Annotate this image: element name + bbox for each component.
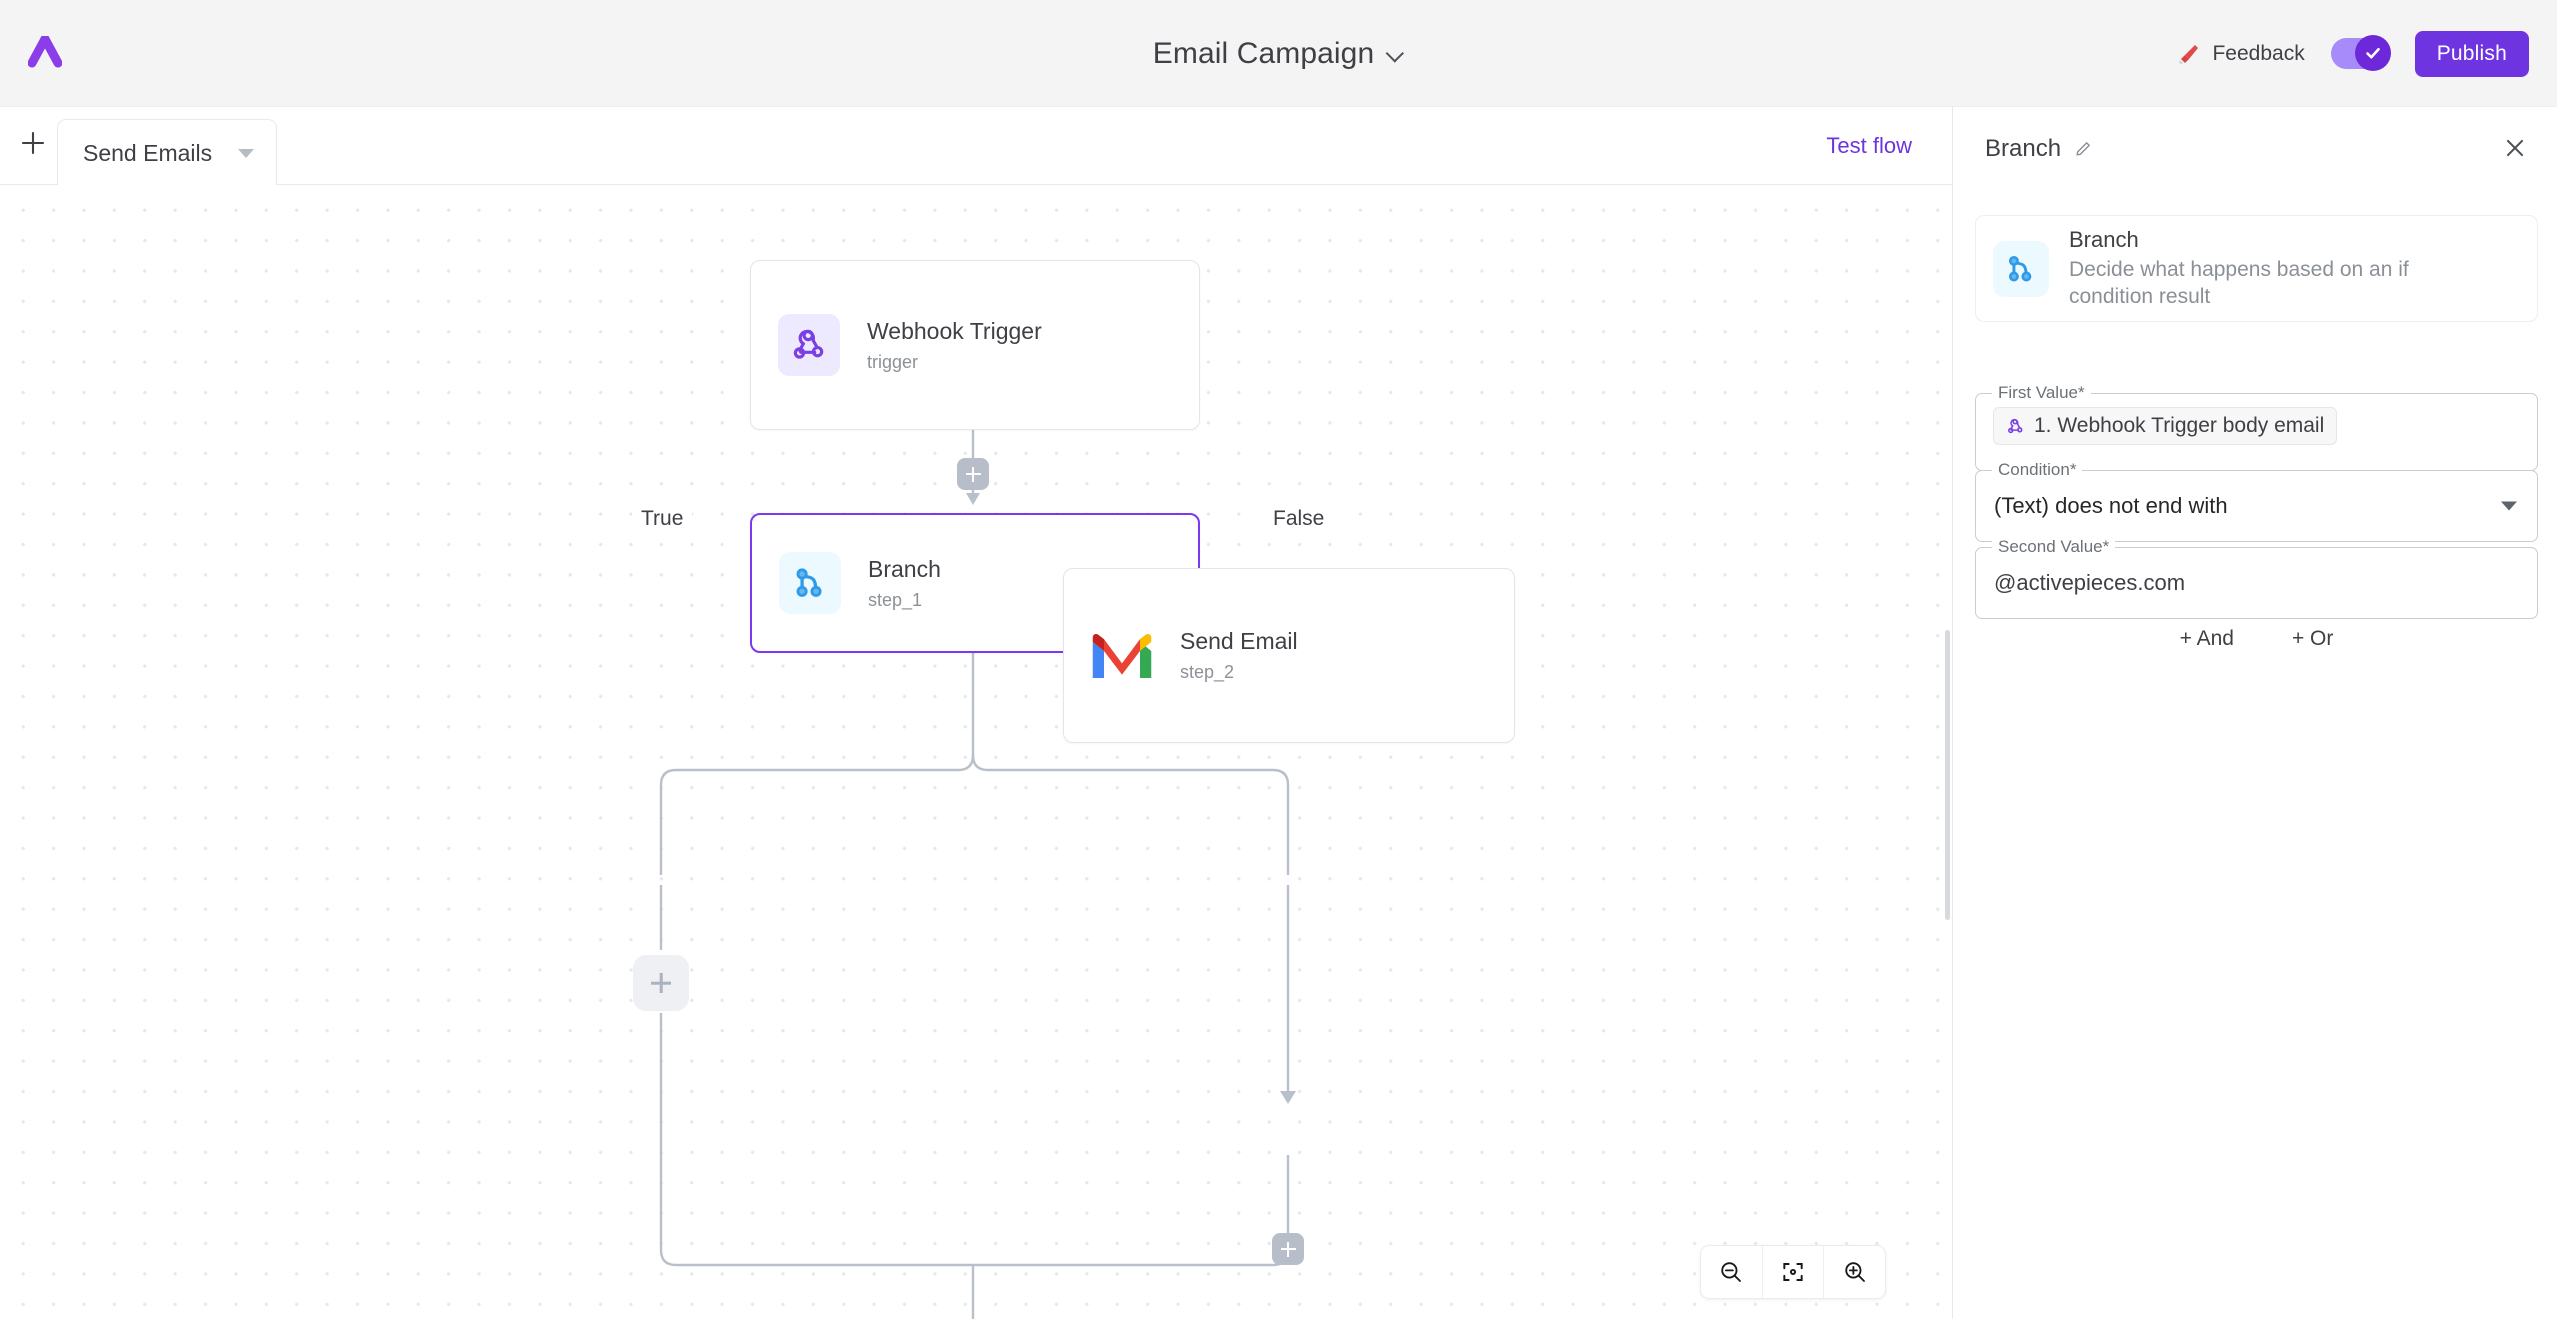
add-step-group-button[interactable] <box>10 120 56 166</box>
gmail-icon-wrapper <box>1091 625 1153 687</box>
zoom-in-button[interactable] <box>1824 1246 1885 1298</box>
flow-title-dropdown[interactable]: Email Campaign <box>1153 37 1405 71</box>
megaphone-icon <box>2179 44 2199 64</box>
add-step-after-trigger-button[interactable] <box>957 458 989 490</box>
close-icon[interactable] <box>2502 135 2528 161</box>
tab-send-emails[interactable]: Send Emails <box>57 119 278 186</box>
add-and-condition-button[interactable]: + And <box>2179 627 2234 650</box>
toggle-knob <box>2354 35 2391 71</box>
publish-state-toggle[interactable] <box>2330 35 2391 71</box>
condition-field[interactable]: Condition* (Text) does not end with <box>1975 460 2538 542</box>
test-flow-button[interactable]: Test flow <box>1826 133 1912 158</box>
feedback-label: Feedback <box>2212 41 2305 65</box>
check-icon <box>2365 47 2380 59</box>
caret-down-icon <box>238 148 255 158</box>
add-step-true-branch-button[interactable] <box>633 955 689 1011</box>
second-value-field[interactable]: Second Value* @activepieces.com <box>1975 537 2538 619</box>
condition-selected-value: (Text) does not end with <box>1994 493 2228 518</box>
zoom-in-icon <box>1844 1262 1865 1282</box>
branch-icon <box>2008 255 2032 281</box>
page-title: Email Campaign <box>1152 36 1375 70</box>
first-value-label: First Value* <box>1992 383 2091 403</box>
flow-connectors <box>659 430 1296 1319</box>
canvas-scrollbar[interactable] <box>1945 630 1950 920</box>
tab-send-emails-label: Send Emails <box>83 139 213 166</box>
publish-button[interactable]: Publish <box>2414 30 2529 77</box>
condition-label: Condition* <box>1992 460 2083 480</box>
webhook-icon <box>793 329 824 359</box>
zoom-out-icon <box>1721 1262 1742 1282</box>
top-bar: Email Campaign Feedback Publish <box>0 0 2557 107</box>
node-title: Branch <box>868 555 941 582</box>
fit-to-screen-button[interactable] <box>1763 1246 1825 1298</box>
logic-buttons: + And + Or <box>1975 627 2538 651</box>
panel-header: Branch <box>1953 107 2557 191</box>
activepieces-logo-icon <box>28 36 62 68</box>
node-text: Webhook Trigger trigger <box>867 318 1042 373</box>
plus-icon <box>21 131 45 155</box>
piece-title: Branch <box>2069 226 2139 252</box>
node-subtitle: step_1 <box>868 589 923 610</box>
edge-label-true: True <box>632 505 693 533</box>
add-or-condition-button[interactable]: + Or <box>2291 627 2334 650</box>
chevron-down-icon <box>1388 49 1404 58</box>
zoom-out-button[interactable] <box>1701 1246 1763 1298</box>
node-text: Branch step_1 <box>868 556 941 611</box>
node-webhook-trigger[interactable]: Webhook Trigger trigger <box>750 260 1200 430</box>
flow-canvas[interactable]: Webhook Trigger trigger Branch step_1 Tr… <box>0 185 1952 1319</box>
node-title: Webhook Trigger <box>867 317 1042 344</box>
node-title: Send Email <box>1180 628 1298 654</box>
activepieces-logo-button[interactable] <box>14 26 76 82</box>
panel-title: Branch <box>1985 135 2062 162</box>
first-value-token[interactable]: 1. Webhook Trigger body email <box>1993 407 2338 445</box>
piece-summary-card: Branch Decide what happens based on an i… <box>1975 215 2538 322</box>
node-subtitle: step_2 <box>1180 662 1235 682</box>
pencil-icon[interactable] <box>2073 139 2093 159</box>
topbar-actions: Feedback Publish <box>2177 0 2529 107</box>
add-step-after-send-email-button[interactable] <box>1272 1233 1304 1265</box>
branch-icon-wrapper <box>779 552 841 614</box>
feedback-button[interactable]: Feedback <box>2177 41 2305 66</box>
flow-sub-header: Send Emails Test flow <box>0 107 1952 186</box>
webhook-icon <box>2008 418 2023 433</box>
node-send-email[interactable]: Send Email step_2 <box>1063 568 1515 743</box>
second-value-label: Second Value* <box>1992 537 2116 557</box>
first-value-token-text: 1. Webhook Trigger body email <box>2034 414 2325 437</box>
canvas-zoom-controls <box>1700 1245 1886 1299</box>
webhook-icon-wrapper <box>778 314 840 376</box>
branch-icon-wrapper <box>1993 240 2049 297</box>
second-value-input[interactable]: @activepieces.com <box>1994 570 2186 595</box>
edge-label-false: False <box>1264 505 1334 533</box>
caret-down-icon <box>2501 501 2517 511</box>
flow-title-area: Email Campaign <box>0 0 2557 107</box>
fit-to-screen-icon <box>1783 1263 1803 1281</box>
step-settings-panel: Branch Branch De <box>1952 107 2557 1319</box>
gmail-icon <box>1092 633 1152 678</box>
branch-icon <box>796 568 822 597</box>
node-subtitle: trigger <box>867 351 919 372</box>
piece-text: Branch Decide what happens based on an i… <box>2069 227 2489 311</box>
piece-description: Decide what happens based on an if condi… <box>2069 257 2409 308</box>
node-text: Send Email step_2 <box>1180 628 1298 683</box>
